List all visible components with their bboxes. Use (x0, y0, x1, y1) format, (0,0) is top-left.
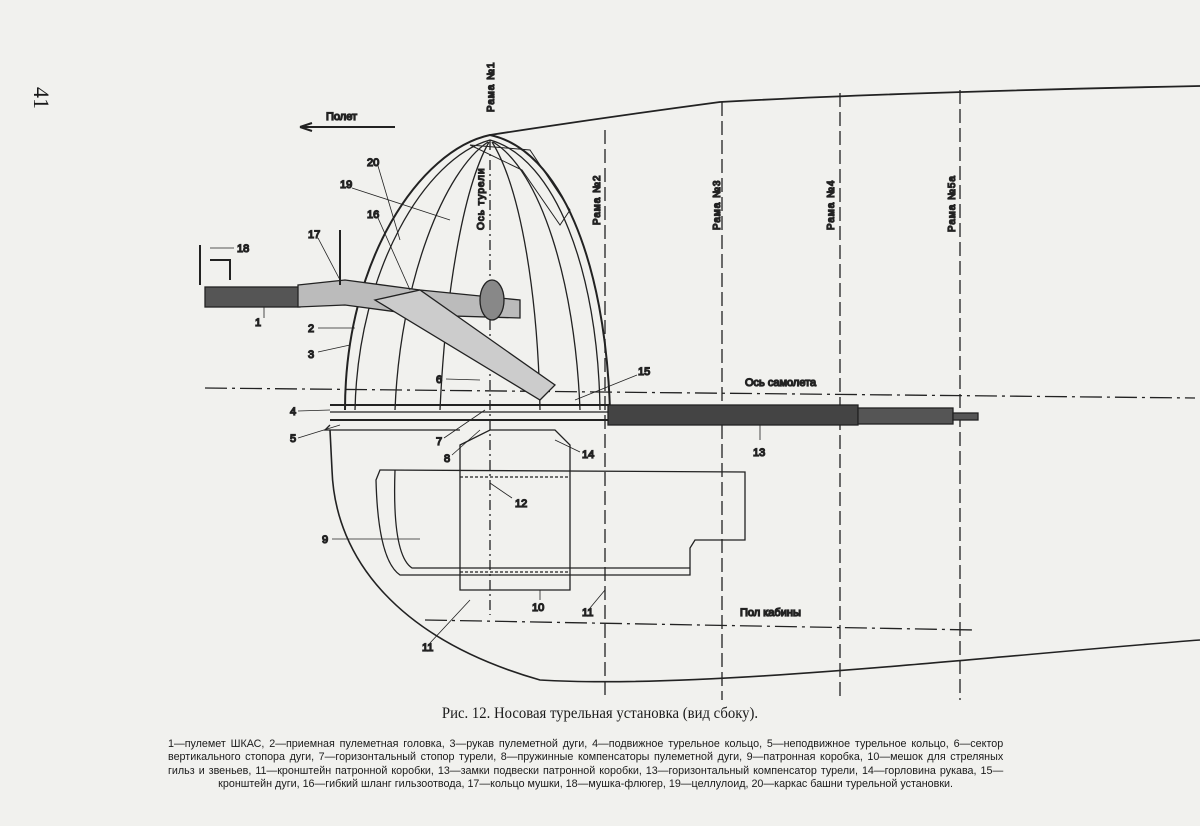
turret-diagram: Полет Ось турели Ось самолета Пол кабины… (199, 61, 1200, 700)
callout-17: 17 (308, 229, 320, 241)
callout-3: 3 (308, 349, 314, 361)
figure-legend: 1—пулемет ШКАС, 2—приемная пулеметная го… (168, 738, 1004, 791)
callout-13: 13 (753, 447, 765, 459)
leader-lines (210, 165, 761, 644)
vane-sight (199, 245, 231, 285)
callout-11b: 11 (582, 607, 593, 619)
callout-6: 6 (436, 374, 442, 386)
frame-label-3: Рама №3 (712, 180, 723, 230)
callout-15: 15 (638, 366, 650, 378)
frame-label-1: Рама №1 (486, 62, 497, 112)
turret-ring (323, 404, 610, 431)
turret-dome (344, 133, 611, 411)
cabin-floor-label: Пол кабины (740, 607, 801, 619)
callout-11a: 11 (422, 642, 433, 654)
callout-8: 8 (444, 453, 450, 465)
frame-label-5a: Рама №5а (947, 175, 958, 232)
callout-14: 14 (582, 449, 594, 461)
callout-12: 12 (515, 498, 527, 510)
callout-9: 9 (322, 534, 328, 546)
flight-label: Полет (326, 111, 357, 123)
turret-axis-label: Ось турели (476, 167, 487, 230)
flight-arrow-icon (299, 122, 395, 132)
gun-barrel (204, 286, 301, 308)
callout-7: 7 (436, 436, 442, 448)
figure-caption-title: Рис. 12. Носовая турельная установка (ви… (441, 705, 759, 722)
callout-4: 4 (290, 406, 296, 418)
aircraft-axis-line (204, 387, 1196, 399)
callout-18: 18 (237, 243, 249, 255)
compensator-barrel (607, 404, 859, 426)
aircraft-axis-label: Ось самолета (745, 377, 817, 389)
callout-5: 5 (290, 433, 296, 445)
callout-20: 20 (367, 157, 379, 169)
callout-10: 10 (532, 602, 544, 614)
fuselage-top-line (489, 85, 1200, 136)
cabin-floor-line (424, 619, 976, 631)
frame-label-4: Рама №4 (826, 180, 837, 230)
frame-label-2: Рама №2 (592, 175, 603, 225)
callout-1: 1 (255, 317, 261, 329)
callout-16: 16 (367, 209, 379, 221)
shell-bag (459, 429, 571, 591)
ammo-sleeve (373, 289, 557, 401)
gun-drum (479, 279, 505, 321)
ammo-box (375, 469, 746, 576)
callout-2: 2 (308, 323, 314, 335)
nose-contour (329, 429, 1200, 683)
callout-19: 19 (340, 179, 352, 191)
